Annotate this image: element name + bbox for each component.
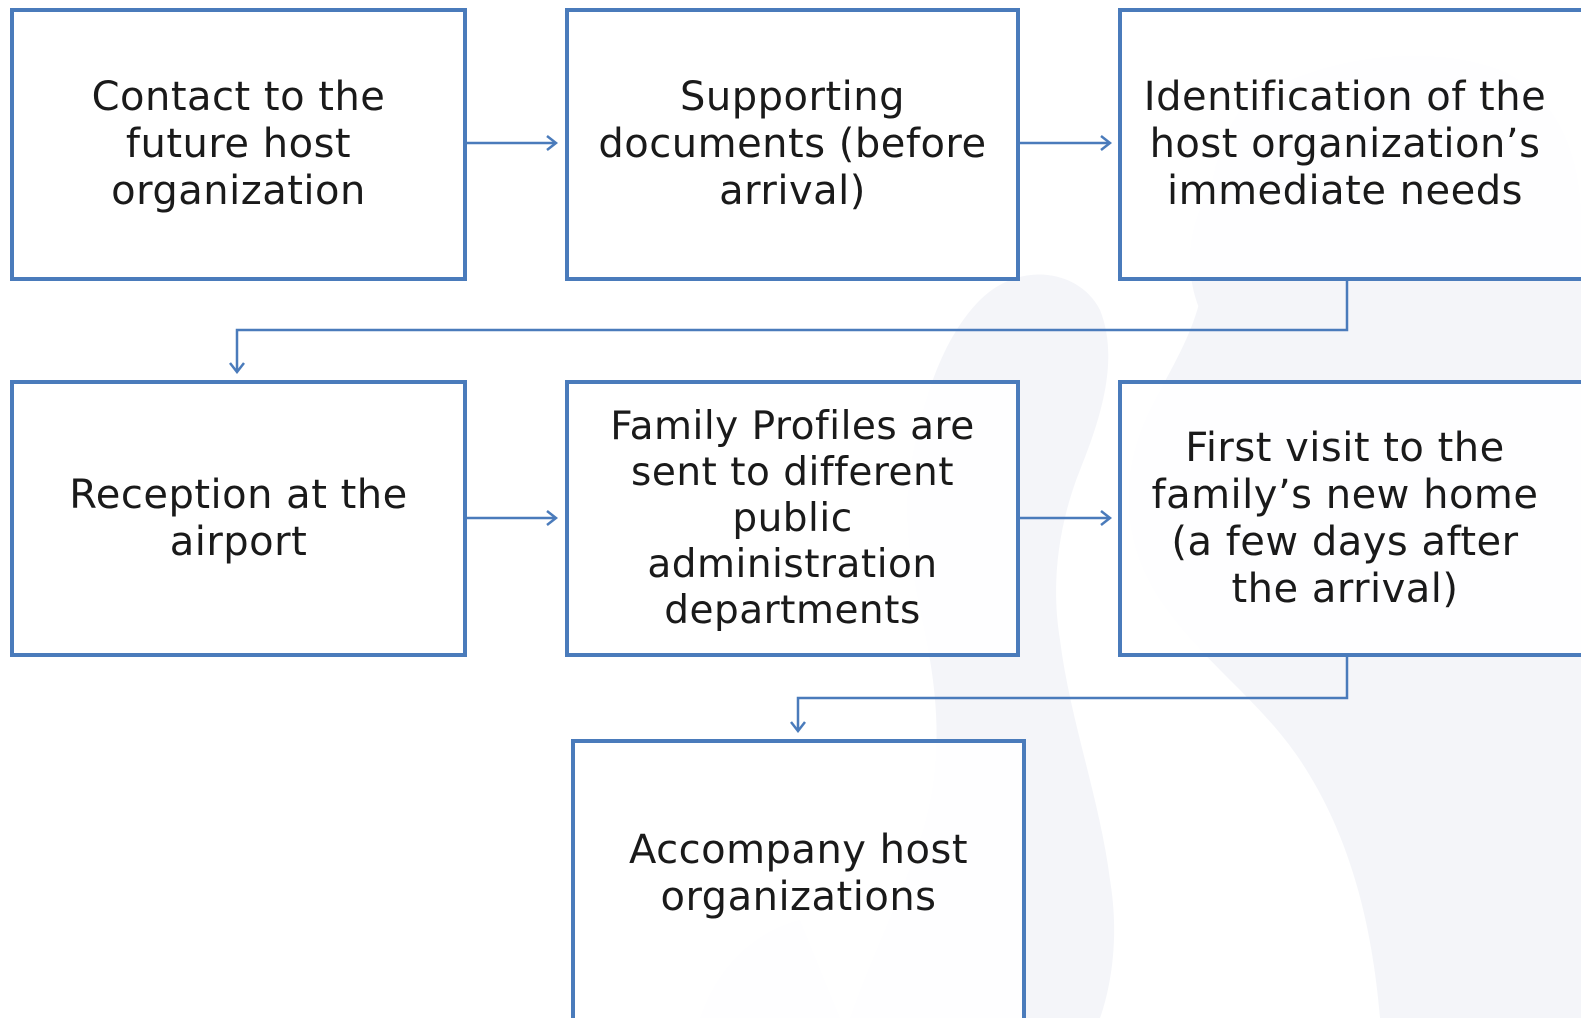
connector-6-to-7 xyxy=(798,657,1349,731)
step-box-reception-airport: Reception at the airport xyxy=(10,380,467,657)
step-box-first-visit: First visit to the family’s new home (a … xyxy=(1118,380,1581,657)
step-label: Identification of the host organization’… xyxy=(1143,74,1547,214)
step-box-family-profiles: Family Profiles are sent to different pu… xyxy=(565,380,1020,657)
step-label: First visit to the family’s new home (a … xyxy=(1151,424,1539,612)
step-label: Supporting documents (before arrival) xyxy=(598,74,987,214)
step-box-supporting-documents: Supporting documents (before arrival) xyxy=(565,8,1020,281)
step-label: Accompany host organizations xyxy=(628,827,969,920)
step-label: Reception at the airport xyxy=(69,471,408,565)
step-label: Family Profiles are sent to different pu… xyxy=(610,403,975,633)
connector-3-to-4 xyxy=(237,281,1349,372)
step-box-contact-host-organization: Contact to the future host organization xyxy=(10,8,467,281)
step-label: Contact to the future host organization xyxy=(91,74,386,214)
step-box-accompany-host-organizations: Accompany host organizations xyxy=(571,739,1026,1018)
step-box-identification-needs: Identification of the host organization’… xyxy=(1118,8,1581,281)
